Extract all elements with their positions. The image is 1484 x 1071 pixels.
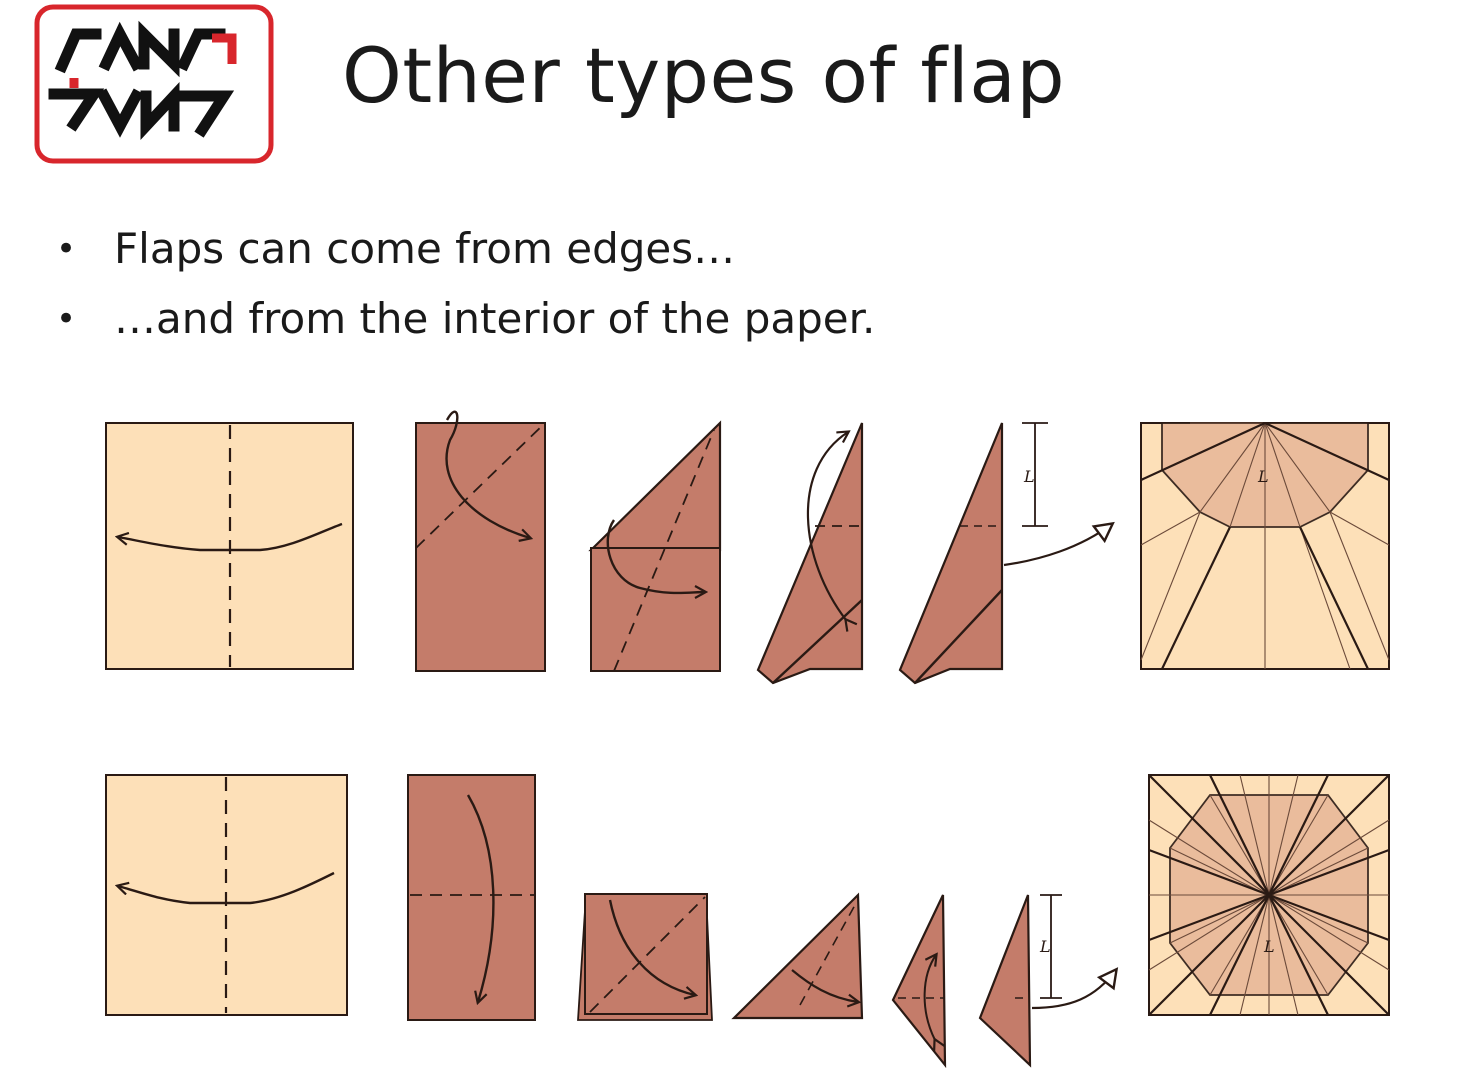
step-6-flap: L (978, 894, 1119, 1068)
step-6-crease-pattern: L (1140, 422, 1390, 670)
step-7-crease-pattern: L (1148, 774, 1390, 1016)
length-label-pattern: L (1263, 937, 1275, 956)
step-1-square (105, 774, 348, 1016)
row-edge-flap: L (105, 410, 1390, 685)
step-3-square (577, 893, 713, 1021)
step-5-flap: L (898, 422, 1115, 685)
length-label: L (1039, 937, 1051, 956)
bullet-text-interior: …and from the interior of the paper. (114, 294, 876, 343)
bullet-item: • Flaps can come from edges… (52, 214, 875, 284)
length-label-pattern: L (1257, 467, 1269, 486)
slide-title: Other types of flap (342, 31, 1066, 120)
bullet-text-edges: Flaps can come from edges… (114, 224, 736, 273)
step-3-folded (588, 420, 722, 672)
bullet-item: • …and from the interior of the paper. (52, 284, 875, 354)
step-2-rectangle (407, 774, 536, 1021)
bullet-glyph: • (56, 299, 77, 339)
length-marker (1040, 894, 1062, 999)
step-4-triangle (731, 892, 864, 1020)
step-2-rectangle (415, 410, 546, 672)
length-marker (1022, 422, 1048, 527)
step-5-small-triangle (891, 894, 947, 1069)
folding-sequence-diagram: L (105, 410, 1390, 1069)
bullet-glyph: • (56, 229, 77, 269)
step-4-triangle (756, 422, 864, 685)
length-label: L (1023, 467, 1035, 486)
bullet-list: • Flaps can come from edges… • …and from… (52, 214, 875, 354)
row-interior-flap: L (105, 774, 1390, 1069)
logo (34, 4, 274, 164)
step-1-square (105, 422, 354, 670)
